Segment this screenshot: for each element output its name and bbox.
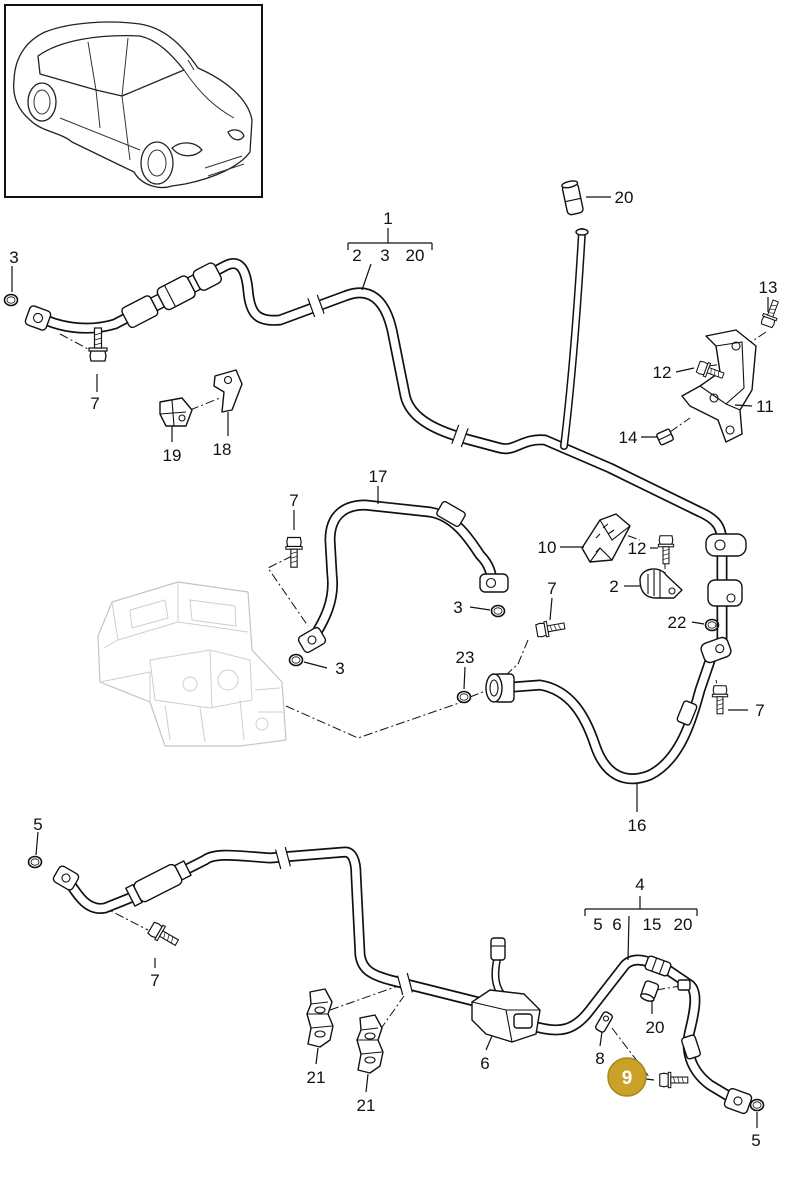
charge-valve-15 xyxy=(644,955,672,977)
callout-13[interactable]: 13 xyxy=(759,278,778,297)
callout-22[interactable]: 22 xyxy=(668,613,687,632)
bracket-8 xyxy=(595,1011,613,1033)
valve-cap-20 xyxy=(561,180,584,216)
bolt-7-upper xyxy=(285,536,303,568)
callout-assembly-part[interactable]: 5 xyxy=(593,915,602,934)
o-ring-3 xyxy=(3,293,19,307)
bracket-11 xyxy=(681,329,757,443)
callout-10[interactable]: 10 xyxy=(538,538,557,557)
callouts: 20 3 7 13 12 11 14 18 19 17 7 10 12 2 7 … xyxy=(9,188,777,1150)
callout-9[interactable]: 9 xyxy=(622,1068,633,1089)
callout-assembly-number[interactable]: 1 xyxy=(383,209,392,228)
bolt-7-mid xyxy=(534,617,567,639)
bolt-7-right xyxy=(711,685,729,715)
nut-14 xyxy=(656,428,674,446)
bolt-13 xyxy=(759,297,783,329)
callout-12[interactable]: 12 xyxy=(653,363,672,382)
callout-12[interactable]: 12 xyxy=(628,539,647,558)
sensor-block-6 xyxy=(471,937,541,1043)
clamp-2 xyxy=(639,568,683,599)
callout-assembly-number[interactable]: 4 xyxy=(635,875,644,894)
callout-assembly-part[interactable]: 2 xyxy=(352,246,361,265)
bolt-7-bottom xyxy=(146,920,182,951)
compressor-engine-ghost xyxy=(97,581,287,747)
refrigerant-line-1 xyxy=(24,260,722,545)
callout-18[interactable]: 18 xyxy=(213,440,232,459)
callout-7[interactable]: 7 xyxy=(289,491,298,510)
callout-3[interactable]: 3 xyxy=(9,248,18,267)
callout-assembly-part[interactable]: 15 xyxy=(643,915,662,934)
callout-17[interactable]: 17 xyxy=(369,467,388,486)
clip-19 xyxy=(159,397,193,427)
callout-assembly-part[interactable]: 6 xyxy=(612,915,621,934)
callout-19[interactable]: 19 xyxy=(163,446,182,465)
callout-5[interactable]: 5 xyxy=(33,815,42,834)
highlighted-callout-9[interactable]: 9 xyxy=(607,1057,655,1097)
o-ring-23 xyxy=(456,690,472,704)
bracket-18 xyxy=(213,369,243,413)
valve-cap-20-bottom xyxy=(639,980,660,1002)
junction-fittings xyxy=(705,533,747,652)
callout-20[interactable]: 20 xyxy=(615,188,634,207)
callout-14[interactable]: 14 xyxy=(619,428,638,447)
assembly-4-callout[interactable]: 4 5 6 15 20 xyxy=(593,875,692,934)
callout-21[interactable]: 21 xyxy=(357,1096,376,1115)
clip-10 xyxy=(581,513,631,563)
callout-16[interactable]: 16 xyxy=(628,816,647,835)
o-ring-5-right xyxy=(749,1098,765,1112)
assembly-1-callout[interactable]: 1 2 3 20 xyxy=(352,209,424,265)
o-ring-3-right xyxy=(490,604,506,618)
clip-21-left xyxy=(306,988,334,1048)
refrigerant-line-16 xyxy=(485,636,732,779)
callout-21[interactable]: 21 xyxy=(307,1068,326,1087)
callout-20[interactable]: 20 xyxy=(646,1018,665,1037)
valve-core-20 xyxy=(677,979,691,991)
car-icon xyxy=(12,21,253,189)
callout-5[interactable]: 5 xyxy=(751,1131,760,1150)
o-ring-5-left xyxy=(27,855,43,869)
bolt-12-lower xyxy=(657,535,675,565)
callout-8[interactable]: 8 xyxy=(595,1049,604,1068)
vehicle-overview-box xyxy=(4,4,263,198)
leader-lines xyxy=(11,196,769,1128)
callout-3[interactable]: 3 xyxy=(335,659,344,678)
callout-assembly-part[interactable]: 20 xyxy=(406,246,425,265)
service-line-20 xyxy=(564,229,589,446)
clip-21-right xyxy=(356,1014,384,1074)
callout-2[interactable]: 2 xyxy=(609,577,618,596)
callout-assembly-part[interactable]: 3 xyxy=(380,246,389,265)
bolt-9 xyxy=(659,1071,689,1089)
callout-6[interactable]: 6 xyxy=(480,1054,489,1073)
o-ring-3-lower xyxy=(288,653,304,667)
callout-assembly-part[interactable]: 20 xyxy=(674,915,693,934)
callout-7[interactable]: 7 xyxy=(755,701,764,720)
refrigerant-line-17 xyxy=(297,501,509,654)
callout-7[interactable]: 7 xyxy=(547,579,556,598)
callout-11[interactable]: 11 xyxy=(756,397,774,416)
refrigerant-line-4 xyxy=(52,847,753,1115)
callout-7[interactable]: 7 xyxy=(150,971,159,990)
callout-7[interactable]: 7 xyxy=(90,394,99,413)
highlight-badge[interactable] xyxy=(607,1057,647,1097)
callout-3[interactable]: 3 xyxy=(453,598,462,617)
callout-23[interactable]: 23 xyxy=(456,648,475,667)
